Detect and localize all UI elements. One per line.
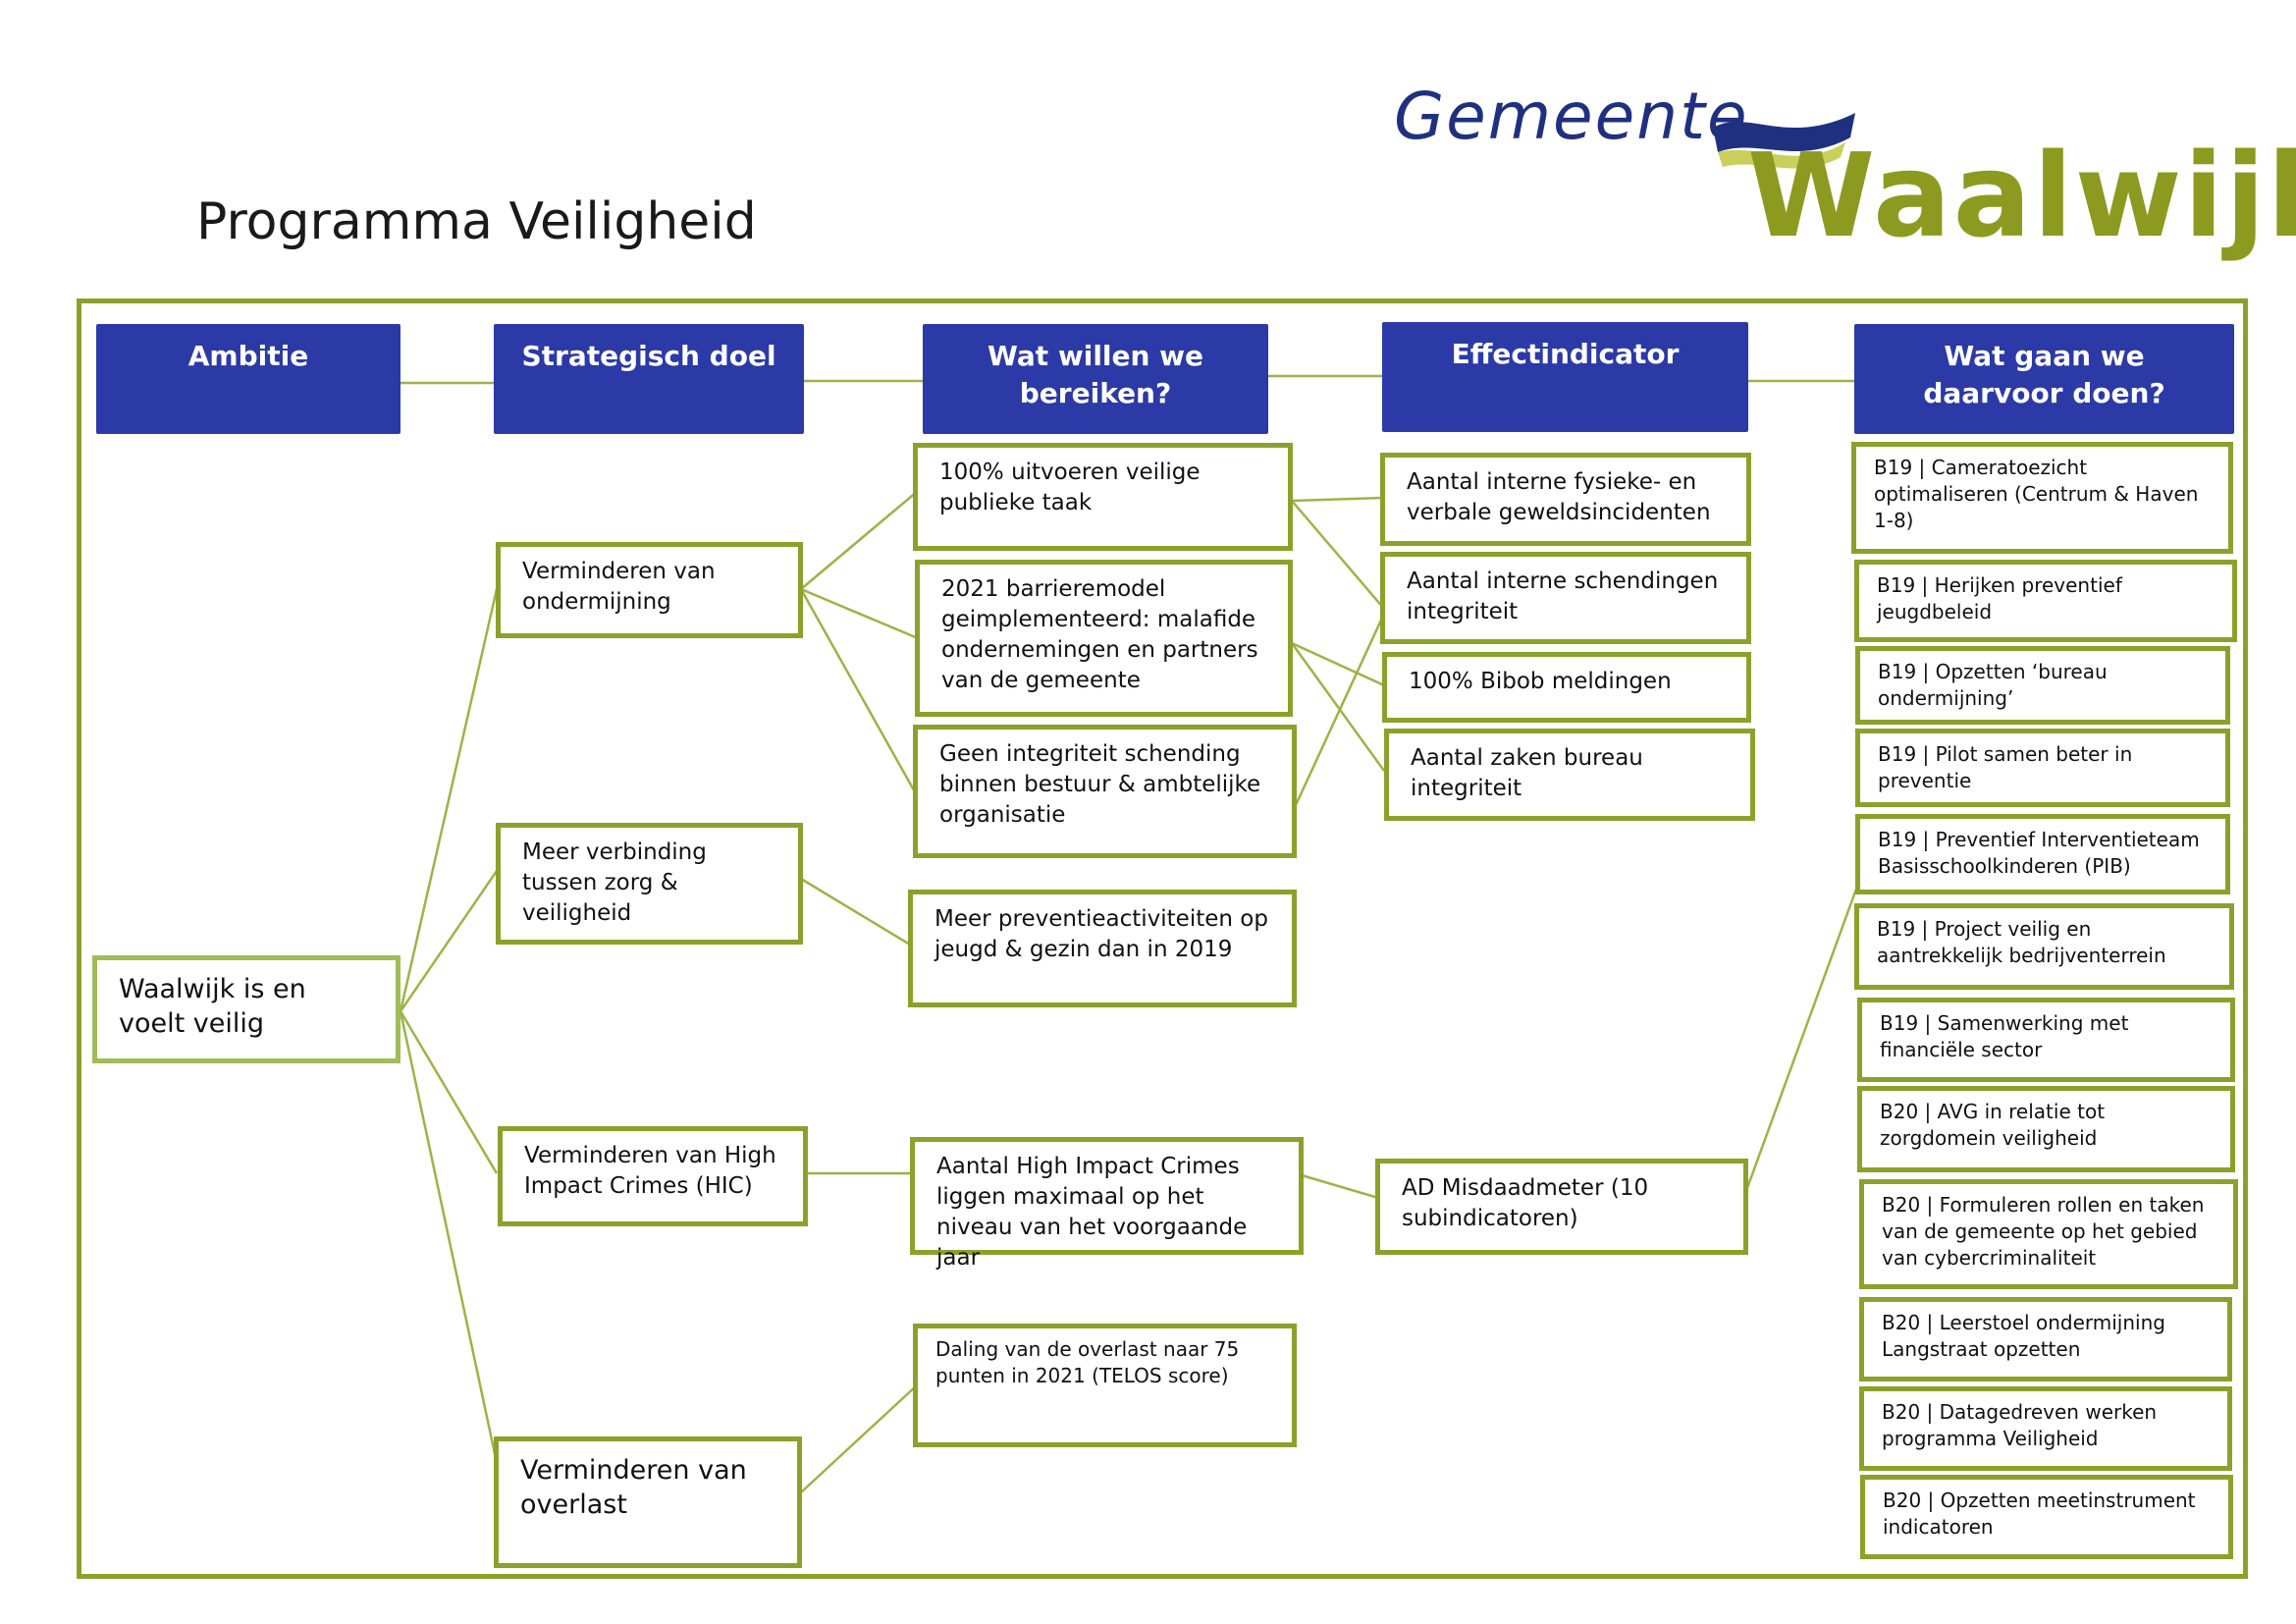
header-wat-willen-we-bereiken: Wat willen we bereiken?: [923, 324, 1268, 434]
logo-wave-icon: [1713, 113, 1855, 169]
activiteit-box: B20 | Formuleren rollen en taken van de …: [1859, 1179, 2238, 1289]
effectindicator-box: 100% Bibob meldingen: [1382, 652, 1751, 723]
activiteit-box: B19 | Preventief Interventieteam Basissc…: [1855, 814, 2230, 894]
header-strategisch-doel: Strategisch doel: [494, 324, 804, 434]
doelstelling-box: Meer preventieactiviteiten op jeugd & ge…: [908, 890, 1297, 1007]
activiteit-box: B20 | Opzetten meetinstrument indicatore…: [1860, 1475, 2233, 1559]
effectindicator-box: Aantal zaken bureau integriteit: [1384, 729, 1755, 821]
doelstelling-box: 100% uitvoeren veilige publieke taak: [913, 443, 1293, 551]
activiteit-box: B20 | Leerstoel ondermijning Langstraat …: [1859, 1297, 2232, 1381]
strategisch-doel-box: Verminderen van High Impact Crimes (HIC): [498, 1126, 808, 1226]
doelstelling-box: 2021 barrieremodel geimplementeerd: mala…: [915, 560, 1293, 717]
diagram-frame: [77, 298, 2248, 1579]
activiteit-box: B20 | Datagedreven werken programma Veil…: [1859, 1386, 2232, 1471]
strategisch-doel-box: Verminderen van overlast: [494, 1436, 802, 1568]
logo-text-gemeente: Gemeente: [1394, 79, 1749, 154]
page-title: Programma Veiligheid: [196, 192, 757, 251]
effectindicator-box: Aantal interne fysieke- en verbale gewel…: [1380, 453, 1751, 546]
activiteit-box: B19 | Project veilig en aantrekkelijk be…: [1854, 903, 2234, 990]
doelstelling-box: Aantal High Impact Crimes liggen maximaa…: [910, 1137, 1304, 1271]
activiteit-box: B19 | Samenwerking met financiële sector: [1857, 998, 2235, 1082]
logo-text-waalwijk: Waalwijk: [1747, 128, 2296, 263]
header-effectindicator: Effectindicator: [1382, 322, 1748, 432]
activiteit-box: B20 | AVG in relatie tot zorgdomein veil…: [1857, 1086, 2235, 1172]
gemeente-waalwijk-logo: Gemeente Waalwijk: [1374, 79, 2296, 265]
doelstelling-box: Geen integriteit schending binnen bestuu…: [913, 725, 1297, 858]
activiteit-box: B19 | Pilot samen beter in preventie: [1855, 729, 2230, 807]
ambitie-box: Waalwijk is en voelt veilig: [92, 955, 400, 1063]
activiteit-box: B19 | Opzetten ‘bureau ondermijning’: [1855, 646, 2230, 725]
doelstelling-box: Daling van de overlast naar 75 punten in…: [913, 1324, 1297, 1447]
activiteit-box: B19 | Herijken preventief jeugdbeleid: [1854, 560, 2237, 642]
effectindicator-box: AD Misdaadmeter (10 subindicatoren): [1375, 1159, 1748, 1255]
activiteit-box: B19 | Cameratoezicht optimaliseren (Cent…: [1851, 442, 2233, 554]
header-wat-gaan-we-doen: Wat gaan we daarvoor doen?: [1854, 324, 2234, 434]
header-ambitie: Ambitie: [96, 324, 400, 434]
effectindicator-box: Aantal interne schendingen integriteit: [1380, 552, 1751, 644]
strategisch-doel-box: Verminderen van ondermijning: [496, 542, 803, 638]
strategisch-doel-box: Meer verbinding tussen zorg & veiligheid: [496, 823, 803, 945]
